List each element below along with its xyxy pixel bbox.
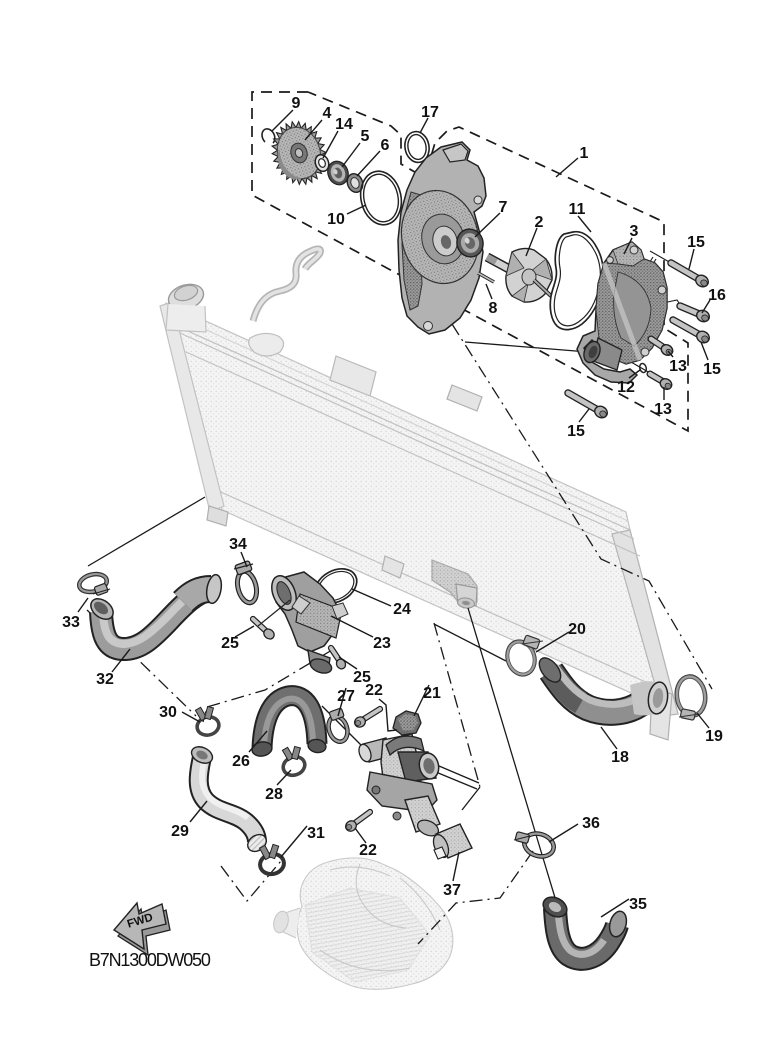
svg-text:13: 13 — [669, 358, 687, 375]
svg-text:24: 24 — [393, 601, 411, 618]
svg-text:9: 9 — [292, 95, 301, 112]
svg-text:17: 17 — [421, 104, 439, 121]
svg-text:8: 8 — [489, 300, 498, 317]
svg-text:35: 35 — [629, 896, 647, 913]
svg-text:31: 31 — [307, 825, 325, 842]
svg-text:4: 4 — [323, 105, 332, 122]
svg-text:21: 21 — [423, 685, 441, 702]
svg-text:34: 34 — [229, 536, 247, 553]
svg-text:3: 3 — [630, 223, 639, 240]
svg-text:28: 28 — [265, 786, 283, 803]
svg-text:33: 33 — [62, 614, 80, 631]
svg-text:22: 22 — [365, 682, 383, 699]
svg-text:15: 15 — [703, 361, 721, 378]
svg-text:30: 30 — [159, 704, 177, 721]
svg-text:1: 1 — [580, 145, 589, 162]
svg-text:10: 10 — [327, 211, 345, 228]
svg-text:20: 20 — [568, 621, 586, 638]
svg-text:13: 13 — [654, 401, 672, 418]
svg-text:2: 2 — [535, 214, 544, 231]
svg-text:18: 18 — [611, 749, 629, 766]
svg-text:23: 23 — [373, 635, 391, 652]
svg-text:15: 15 — [687, 234, 705, 251]
svg-text:16: 16 — [708, 287, 726, 304]
svg-text:11: 11 — [569, 201, 586, 218]
svg-text:25: 25 — [221, 635, 239, 652]
svg-text:32: 32 — [96, 671, 114, 688]
svg-text:6: 6 — [381, 137, 390, 154]
svg-text:B7N1300DW050: B7N1300DW050 — [89, 950, 211, 970]
svg-text:27: 27 — [337, 688, 355, 705]
svg-text:36: 36 — [582, 815, 600, 832]
svg-text:19: 19 — [705, 728, 723, 745]
svg-text:22: 22 — [359, 842, 377, 859]
svg-text:12: 12 — [617, 379, 635, 396]
svg-text:14: 14 — [335, 116, 353, 133]
svg-text:37: 37 — [443, 882, 461, 899]
svg-text:7: 7 — [499, 199, 508, 216]
svg-text:25: 25 — [353, 669, 371, 686]
svg-text:26: 26 — [232, 753, 250, 770]
svg-text:5: 5 — [361, 128, 370, 145]
svg-text:29: 29 — [171, 823, 189, 840]
svg-text:15: 15 — [567, 423, 585, 440]
